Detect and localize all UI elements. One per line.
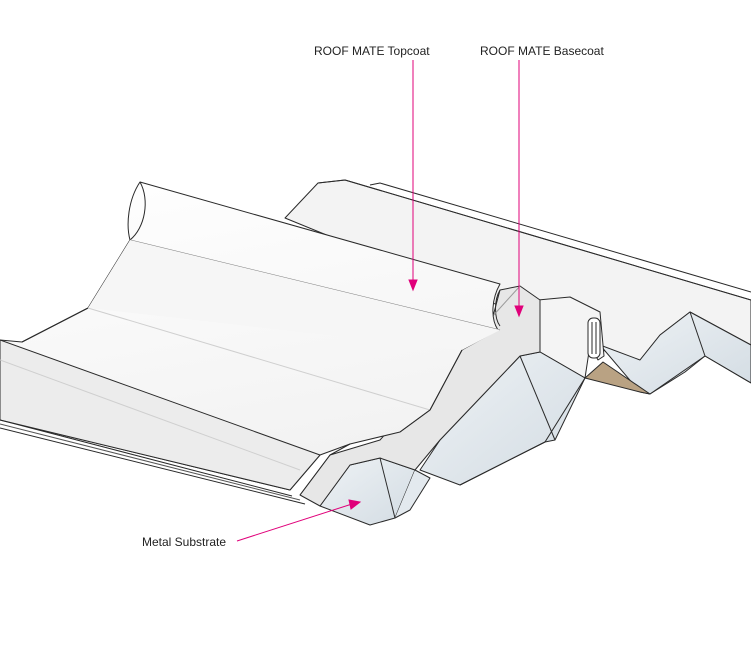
- roof-mate-topcoat-layer: [0, 181, 501, 505]
- topcoat-label: ROOF MATE Topcoat: [314, 44, 430, 58]
- basecoat-label: ROOF MATE Basecoat: [480, 44, 604, 58]
- substrate-leader-line: [236, 503, 353, 542]
- callout-lines: [236, 60, 524, 542]
- substrate-arrow-icon: [348, 499, 362, 510]
- insulation-edge: [584, 361, 651, 395]
- basecoat-arrow-icon: [514, 305, 524, 318]
- seam-clip: [537, 296, 605, 379]
- topcoat-arrow-icon: [408, 279, 418, 292]
- substrate-label: Metal Substrate: [142, 535, 227, 549]
- metal-substrate-sheet: [319, 351, 586, 526]
